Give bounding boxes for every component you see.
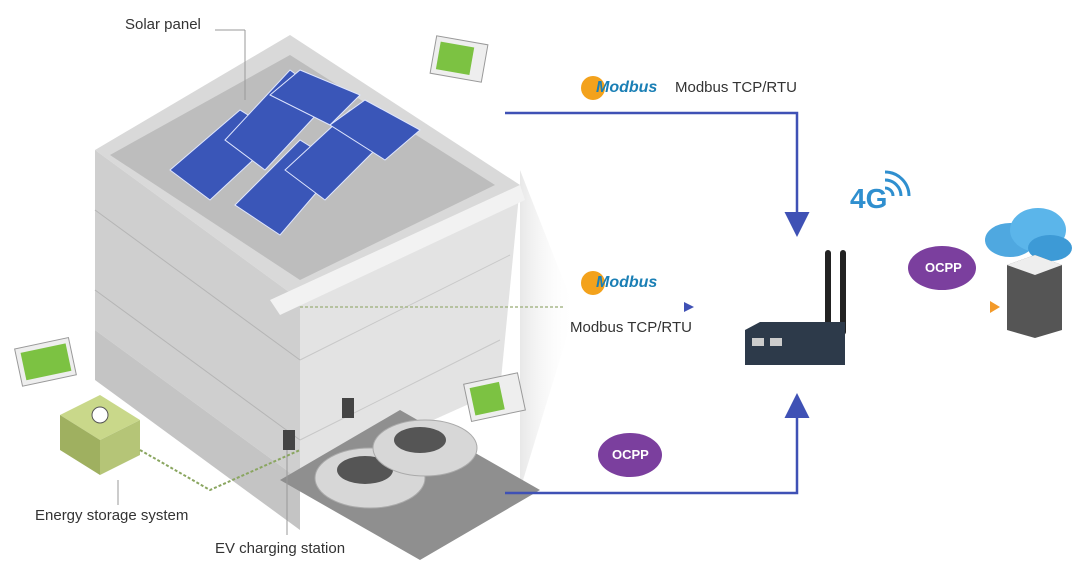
solar-panels: [169, 69, 421, 236]
ev-charger-icon: [342, 398, 354, 418]
ocpp-cloud-label: OCPP: [925, 260, 962, 275]
battery-icon: [463, 372, 526, 422]
ocpp-logo: [908, 246, 976, 290]
modbus-top-link: [505, 111, 810, 237]
ocpp-link: [505, 393, 810, 495]
4g-router: [745, 250, 846, 365]
energy-storage-label: Energy storage system: [35, 507, 189, 524]
modbus-logo-icon: [581, 271, 605, 295]
ev-cars: [314, 419, 478, 509]
ocpp-bottom-label: OCPP: [612, 447, 649, 462]
energy-storage-unit: [60, 395, 140, 475]
server-rack-icon: [1007, 255, 1062, 338]
modbus-middle-label: Modbus TCP/RTU: [570, 319, 692, 336]
solar-panel-label: Solar panel: [125, 16, 201, 33]
signal-icon: [884, 170, 911, 197]
ev-charger-icon: [283, 430, 295, 450]
modbus-logo-text: Modbus: [596, 274, 658, 291]
modbus-logo-icon: [581, 76, 605, 100]
ev-charging-label: EV charging station: [215, 540, 346, 557]
battery-icon: [14, 337, 77, 387]
focus-wedge: [520, 170, 575, 490]
cloud-icon: [985, 208, 1072, 261]
4g-label: 4G: [850, 183, 888, 214]
battery-icon: [429, 35, 489, 83]
modbus-logo-text: Modbus: [596, 79, 658, 96]
modbus-top-label: Modbus TCP/RTU: [675, 79, 797, 96]
ocpp-logo: [598, 433, 662, 477]
